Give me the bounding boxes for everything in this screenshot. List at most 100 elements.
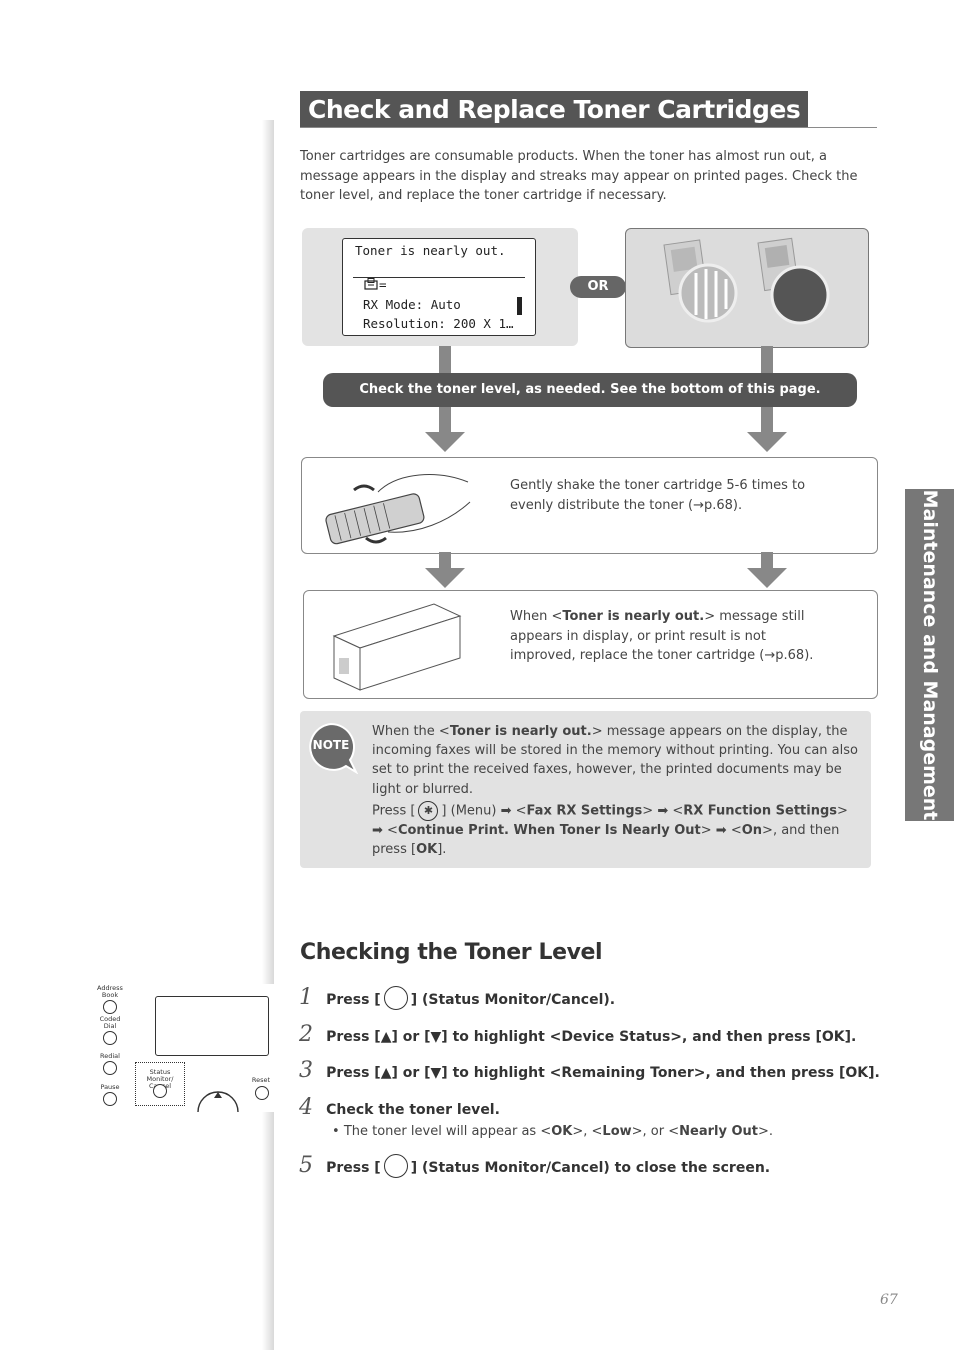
lcd-line2: = — [379, 277, 387, 292]
step-4: 4 Check the toner level. — [299, 1095, 500, 1120]
note-p2-then: , and then press — [372, 822, 840, 858]
note-p2-end: ]. — [437, 842, 447, 858]
streaked-print-image — [663, 237, 830, 325]
step-2-text: Press [▲] or [▼] to highlight <Device St… — [326, 1029, 857, 1045]
title-rule — [300, 127, 877, 128]
redial-button — [103, 1061, 117, 1075]
note-paragraph-1: When the <Toner is nearly out.> message … — [372, 722, 860, 799]
lcd-fax-status: = — [363, 277, 387, 292]
panel-display — [155, 996, 269, 1056]
lcd-resolution: Resolution: 200 X 1… — [363, 316, 514, 331]
chapter-tab — [905, 489, 954, 821]
note-p1-post: > message appears on the display, the in… — [372, 724, 858, 797]
menu-key-icon: ✱ — [418, 800, 439, 821]
reset-button — [255, 1086, 269, 1100]
bullet-ok: OK — [551, 1124, 573, 1139]
bullet-end: >. — [757, 1124, 774, 1139]
bullet-nearly: Nearly Out — [679, 1124, 758, 1139]
shake-instruction: Gently shake the toner cartridge 5-6 tim… — [510, 476, 810, 515]
step-number: 2 — [299, 1022, 313, 1047]
arrow-icon: ➡ — [715, 822, 727, 838]
shake-cartridge-illustration — [325, 474, 471, 545]
note-p2-ok: OK — [416, 842, 438, 858]
intro-paragraph: Toner cartridges are consumable products… — [300, 149, 858, 203]
shake-ref-link[interactable]: →p.68 — [693, 497, 733, 513]
control-panel-illustration: Address Book Coded Dial Redial Pause Sta… — [90, 984, 274, 1112]
panel-address-book-label: Address Book — [97, 984, 123, 999]
shake-text-a: Gently shake the toner cartridge 5-6 tim… — [510, 478, 806, 513]
arrow-icon: ➡ — [657, 803, 669, 819]
lcd-display: Toner is nearly out. = RX Mode: Auto Res… — [342, 238, 536, 336]
arrow-icon: ➡ — [500, 803, 512, 819]
step-number: 5 — [299, 1153, 313, 1178]
status-monitor-key-icon — [383, 1154, 408, 1178]
note-content: When the <Toner is nearly out.> message … — [372, 722, 860, 859]
bullet-mid2: >, or < — [631, 1124, 680, 1139]
step-1-text: Press [ ] (Status Monitor/Cancel). — [326, 986, 616, 1010]
step-number: 3 — [299, 1058, 313, 1083]
lcd-scrollbar — [517, 297, 522, 315]
address-book-button — [103, 1000, 117, 1014]
step-5-pre: Press [ — [326, 1160, 381, 1176]
panel-reset-label: Reset — [251, 1076, 271, 1084]
step-1-pre: Press [ — [326, 992, 381, 1008]
note-p2-menu: ] (Menu) — [441, 803, 501, 819]
status-monitor-highlight — [135, 1062, 185, 1106]
panel-coded-dial-label: Coded Dial — [99, 1015, 121, 1030]
note-p1-pre: When the < — [372, 724, 450, 739]
step-3: 3 Press [▲] or [▼] to highlight <Remaini… — [299, 1058, 880, 1083]
note-p2-fax: Fax RX Settings — [526, 803, 643, 819]
replace-pre: When < — [510, 609, 563, 624]
print-sample-illustration — [625, 228, 869, 348]
toner-level-bullet: • The toner level will appear as <OK>, <… — [332, 1124, 774, 1139]
nav-key-icon — [197, 1091, 239, 1112]
replace-bold: Toner is nearly out. — [562, 609, 705, 624]
replace-ref-link[interactable]: →p.68 — [764, 648, 805, 663]
note-p2-cont: Continue Print. When Toner Is Nearly Out — [397, 822, 701, 838]
step-number: 4 — [299, 1095, 313, 1120]
panel-redial-label: Redial — [100, 1052, 120, 1060]
bullet-pre: The toner level will appear as < — [343, 1124, 552, 1139]
status-monitor-key-icon — [383, 986, 408, 1010]
step-5-text: Press [ ] (Status Monitor/Cancel) to clos… — [326, 1154, 771, 1178]
bullet-low: Low — [602, 1124, 632, 1139]
note-p1-bold: Toner is nearly out. — [449, 724, 592, 739]
replace-post: > message still appears in display, or p… — [510, 609, 805, 663]
note-paragraph-2: Press [✱] (Menu) ➡ <Fax RX Settings> ➡ <… — [372, 800, 860, 859]
panel-pause-label: Pause — [100, 1083, 120, 1091]
chapter-tab-label: Maintenance and Management — [905, 489, 954, 821]
step-1-post: ] (Status Monitor/Cancel). — [410, 992, 616, 1008]
toner-box-illustration — [332, 603, 462, 691]
or-badge: OR — [570, 276, 626, 298]
step-4-text: Check the toner level. — [326, 1102, 500, 1118]
coded-dial-button — [103, 1031, 117, 1045]
check-level-banner: Check the toner level, as needed. See th… — [323, 373, 857, 407]
flow-arrow-left-2 — [425, 552, 465, 588]
lcd-divider — [353, 277, 525, 278]
step-number: 1 — [299, 985, 313, 1010]
lcd-message: Toner is nearly out. — [355, 243, 506, 258]
note-p2-press: Press [ — [372, 803, 416, 819]
step-3-text: Press [▲] or [▼] to highlight <Remaining… — [326, 1065, 880, 1081]
status-monitor-button — [153, 1084, 167, 1098]
chapter-tab-text: Maintenance and Management — [918, 489, 941, 821]
replace-end: ). — [804, 648, 814, 663]
note-label: NOTE — [312, 738, 350, 752]
fax-icon — [364, 278, 378, 290]
arrow-icon: ➡ — [372, 822, 383, 838]
margin-shade — [262, 120, 274, 1350]
note-p2-on: On — [741, 822, 763, 838]
pause-button — [103, 1092, 117, 1106]
step-2: 2 Press [▲] or [▼] to highlight <Device … — [299, 1022, 856, 1047]
page-number: 67 — [880, 1292, 898, 1308]
flow-arrow-right-2 — [747, 552, 787, 588]
note-box — [300, 711, 871, 868]
step-5-post: ] (Status Monitor/Cancel) to close the s… — [410, 1160, 771, 1176]
section-heading: Checking the Toner Level — [300, 940, 603, 965]
replace-instruction: When <Toner is nearly out.> message stil… — [510, 607, 830, 666]
note-badge-icon — [309, 722, 359, 774]
bullet-mid1: >, < — [572, 1124, 603, 1139]
shake-text-b: ). — [732, 497, 743, 513]
lcd-rx-mode: RX Mode: Auto — [363, 297, 461, 312]
step-5: 5 Press [ ] (Status Monitor/Cancel) to cl… — [299, 1153, 770, 1180]
